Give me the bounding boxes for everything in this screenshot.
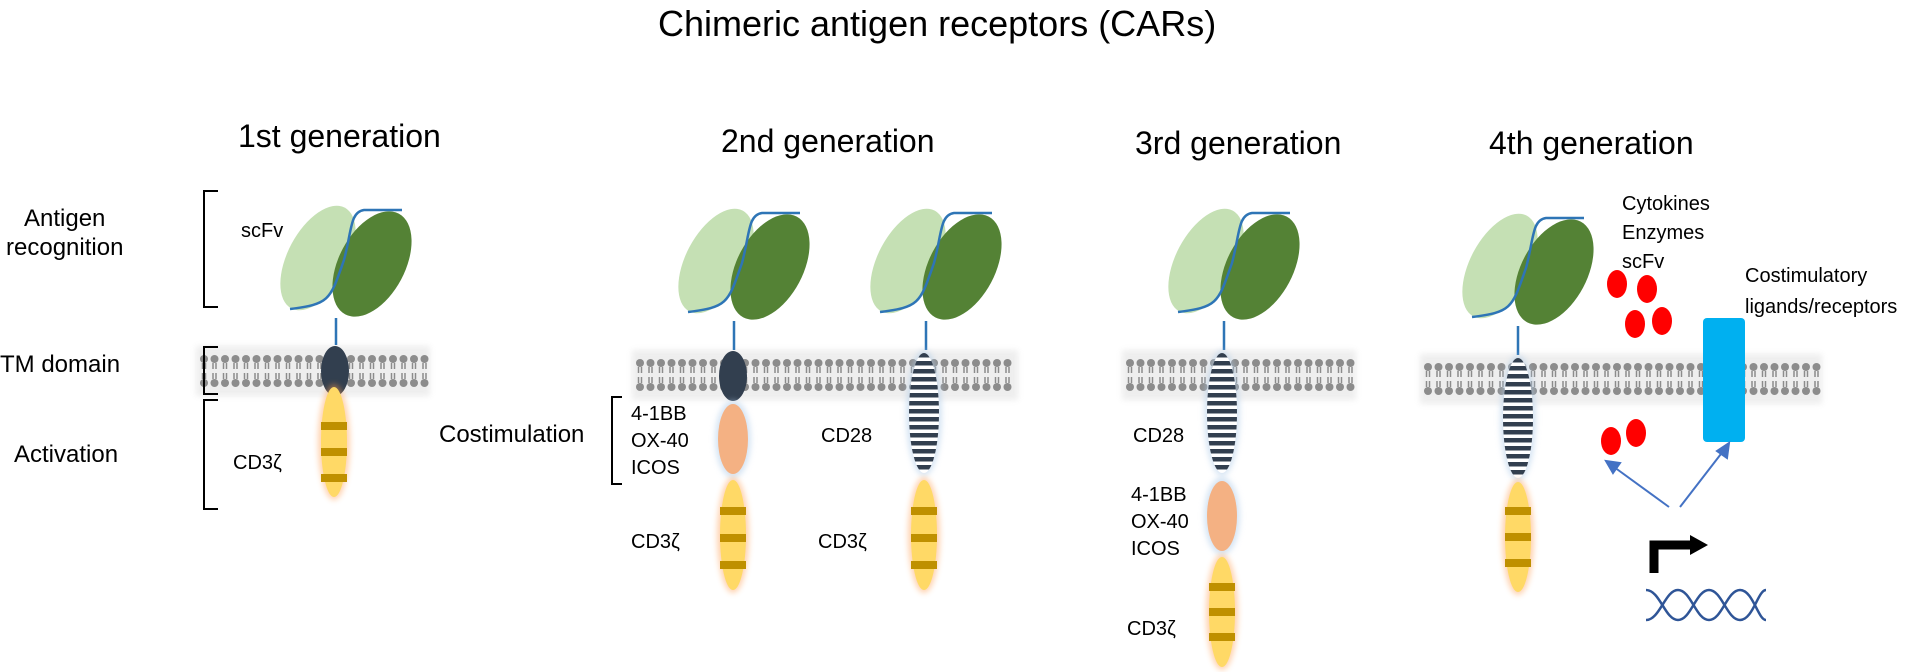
cd3z-label-gen2a: CD3ζ — [631, 531, 680, 553]
stripe — [909, 401, 939, 406]
stripe — [909, 417, 939, 422]
stripe — [1207, 361, 1237, 366]
stripe — [1503, 366, 1533, 371]
costim-domain — [1207, 481, 1237, 551]
bracket-antigen — [203, 190, 218, 308]
stripe — [909, 353, 939, 358]
costim-domain — [718, 404, 748, 474]
bracket-tm — [203, 346, 218, 395]
cd28-domain — [1207, 353, 1237, 473]
scfv-linker — [289, 208, 402, 345]
stripe — [1503, 374, 1533, 379]
stripe — [1503, 422, 1533, 427]
gen1-heading: 1st generation — [238, 118, 441, 154]
stripe — [1207, 417, 1237, 422]
stripe — [1503, 446, 1533, 451]
stripe — [909, 449, 939, 454]
antigen-recognition-text: Antigen recognition — [6, 205, 124, 261]
figure-title: Chimeric antigen receptors (CARs) — [658, 3, 1217, 44]
scfv-heavy-domain — [332, 211, 412, 317]
costim-list-gen3: 4-1BB OX-40 ICOS — [1131, 484, 1189, 560]
dna-helix-icon — [1645, 588, 1767, 622]
membrane-gen3 — [1122, 350, 1356, 400]
stripe — [1503, 454, 1533, 459]
membrane-gen4 — [1420, 354, 1822, 404]
stripe — [909, 369, 939, 374]
costimulatory-receptor — [1703, 318, 1745, 442]
scfv-label: scFv — [241, 220, 284, 242]
tm-domain-label: TM domain — [0, 351, 121, 378]
stripe — [909, 457, 939, 462]
stripe — [1207, 401, 1237, 406]
cd28-domain — [909, 353, 939, 473]
stripe — [1207, 433, 1237, 438]
car-gen2-a — [678, 208, 810, 593]
stripe — [1207, 465, 1237, 470]
cd3z-label-gen1: CD3ζ — [233, 452, 282, 474]
stripe — [1207, 369, 1237, 374]
car-gen2-b — [870, 208, 1002, 593]
cd3z-label-gen3: CD3ζ — [1127, 618, 1176, 640]
stripe — [1207, 441, 1237, 446]
stripe — [909, 425, 939, 430]
stripe — [1207, 393, 1237, 398]
stripe — [1503, 438, 1533, 443]
expression-arrows — [1604, 440, 1731, 508]
car-gen4 — [1462, 213, 1594, 595]
stripe — [1207, 385, 1237, 390]
car-gen3 — [1168, 208, 1300, 670]
stripe — [1207, 409, 1237, 414]
stripe — [909, 385, 939, 390]
stripe — [909, 377, 939, 382]
activation-label: Activation — [14, 441, 119, 468]
stripe — [1207, 449, 1237, 454]
stripe — [1503, 414, 1533, 419]
antigen-recognition-label: Antigen recognition — [6, 205, 123, 263]
stripe — [1503, 398, 1533, 403]
cd3z-label-gen2b: CD3ζ — [818, 531, 867, 553]
tm-domain — [321, 346, 349, 396]
stripe — [1207, 377, 1237, 382]
cd28-label-gen3: CD28 — [1133, 425, 1185, 447]
stripe — [909, 361, 939, 366]
gen3-heading: 3rd generation — [1135, 125, 1342, 161]
costimulation-label: Costimulation — [439, 421, 585, 448]
stripe — [1503, 358, 1533, 363]
stripe — [1207, 353, 1237, 358]
transcription-arrow-icon — [1649, 540, 1694, 573]
stripe — [1503, 382, 1533, 387]
stripe — [909, 409, 939, 414]
tm-domain — [719, 351, 747, 401]
stripe — [1207, 457, 1237, 462]
cd28-label-gen2: CD28 — [821, 425, 873, 447]
stripe — [1503, 430, 1533, 435]
membrane-gen2 — [632, 350, 1018, 400]
stripe — [1503, 390, 1533, 395]
stripe — [1207, 425, 1237, 430]
stripe — [909, 433, 939, 438]
stripe — [1503, 470, 1533, 475]
stripe — [909, 393, 939, 398]
secreted-molecules-bottom — [1601, 419, 1646, 455]
stripe — [1503, 406, 1533, 411]
bracket-activation — [203, 399, 218, 510]
cd3z-domain — [321, 387, 347, 497]
gen4-heading: 4th generation — [1489, 125, 1694, 161]
costim-ligands-label: Costimulatory ligands/receptors — [1745, 265, 1898, 318]
costim-list-gen2: 4-1BB OX-40 ICOS — [631, 403, 689, 479]
stripe — [909, 441, 939, 446]
stripe — [909, 465, 939, 470]
bracket-costimulation — [611, 396, 622, 485]
fourth-gen-products: Cytokines Enzymes scFv — [1622, 193, 1710, 273]
gen2-heading: 2nd generation — [721, 123, 935, 159]
cd28-domain — [1503, 358, 1533, 478]
membrane-gen1 — [196, 346, 430, 396]
secreted-molecules-top — [1607, 270, 1672, 338]
stripe — [1503, 462, 1533, 467]
car-gen1 — [280, 205, 412, 500]
